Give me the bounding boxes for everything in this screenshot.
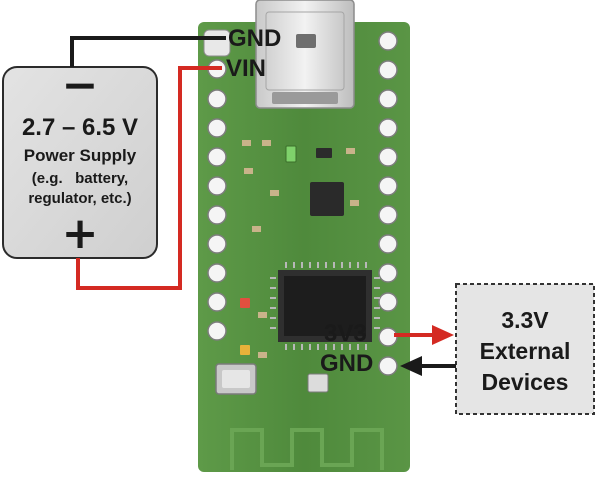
power-supply-plus-sign: + (61, 208, 99, 259)
usb-connector (255, 0, 355, 109)
left-pin-holes (203, 29, 231, 341)
power-supply-voltage: 2.7 – 6.5 V (21, 114, 139, 141)
antenna-trace (230, 428, 384, 470)
power-supply-title: Power Supply (23, 146, 137, 165)
pin-label-vin: VIN (226, 55, 267, 82)
external-devices-box (455, 283, 595, 415)
pcb-component (307, 373, 329, 393)
power-supply-minus-sign: − (61, 60, 99, 111)
gnd-arrow (400, 356, 456, 376)
external-devices-line1: 3.3V (501, 307, 549, 333)
power-supply-example-line1: (e.g. battery, (31, 170, 129, 187)
right-pin-holes (378, 31, 398, 376)
pin-label-3v3: 3V3 (324, 320, 367, 347)
gnd-wire-supply (70, 36, 226, 67)
external-devices-line3: Devices (481, 369, 569, 395)
crystal-oscillator (215, 363, 257, 395)
3v3-arrow (394, 325, 454, 345)
pcb-board (198, 22, 410, 472)
microcontroller-chip (270, 262, 380, 350)
pin-label-gnd-left: GND (228, 25, 282, 52)
vin-wire-supply (76, 66, 222, 290)
external-devices-line2: External (479, 338, 571, 364)
pin-label-gnd-right: GND (320, 350, 374, 377)
pcb-components (240, 140, 359, 358)
power-supply-example-line2: regulator, etc.) (28, 190, 132, 207)
